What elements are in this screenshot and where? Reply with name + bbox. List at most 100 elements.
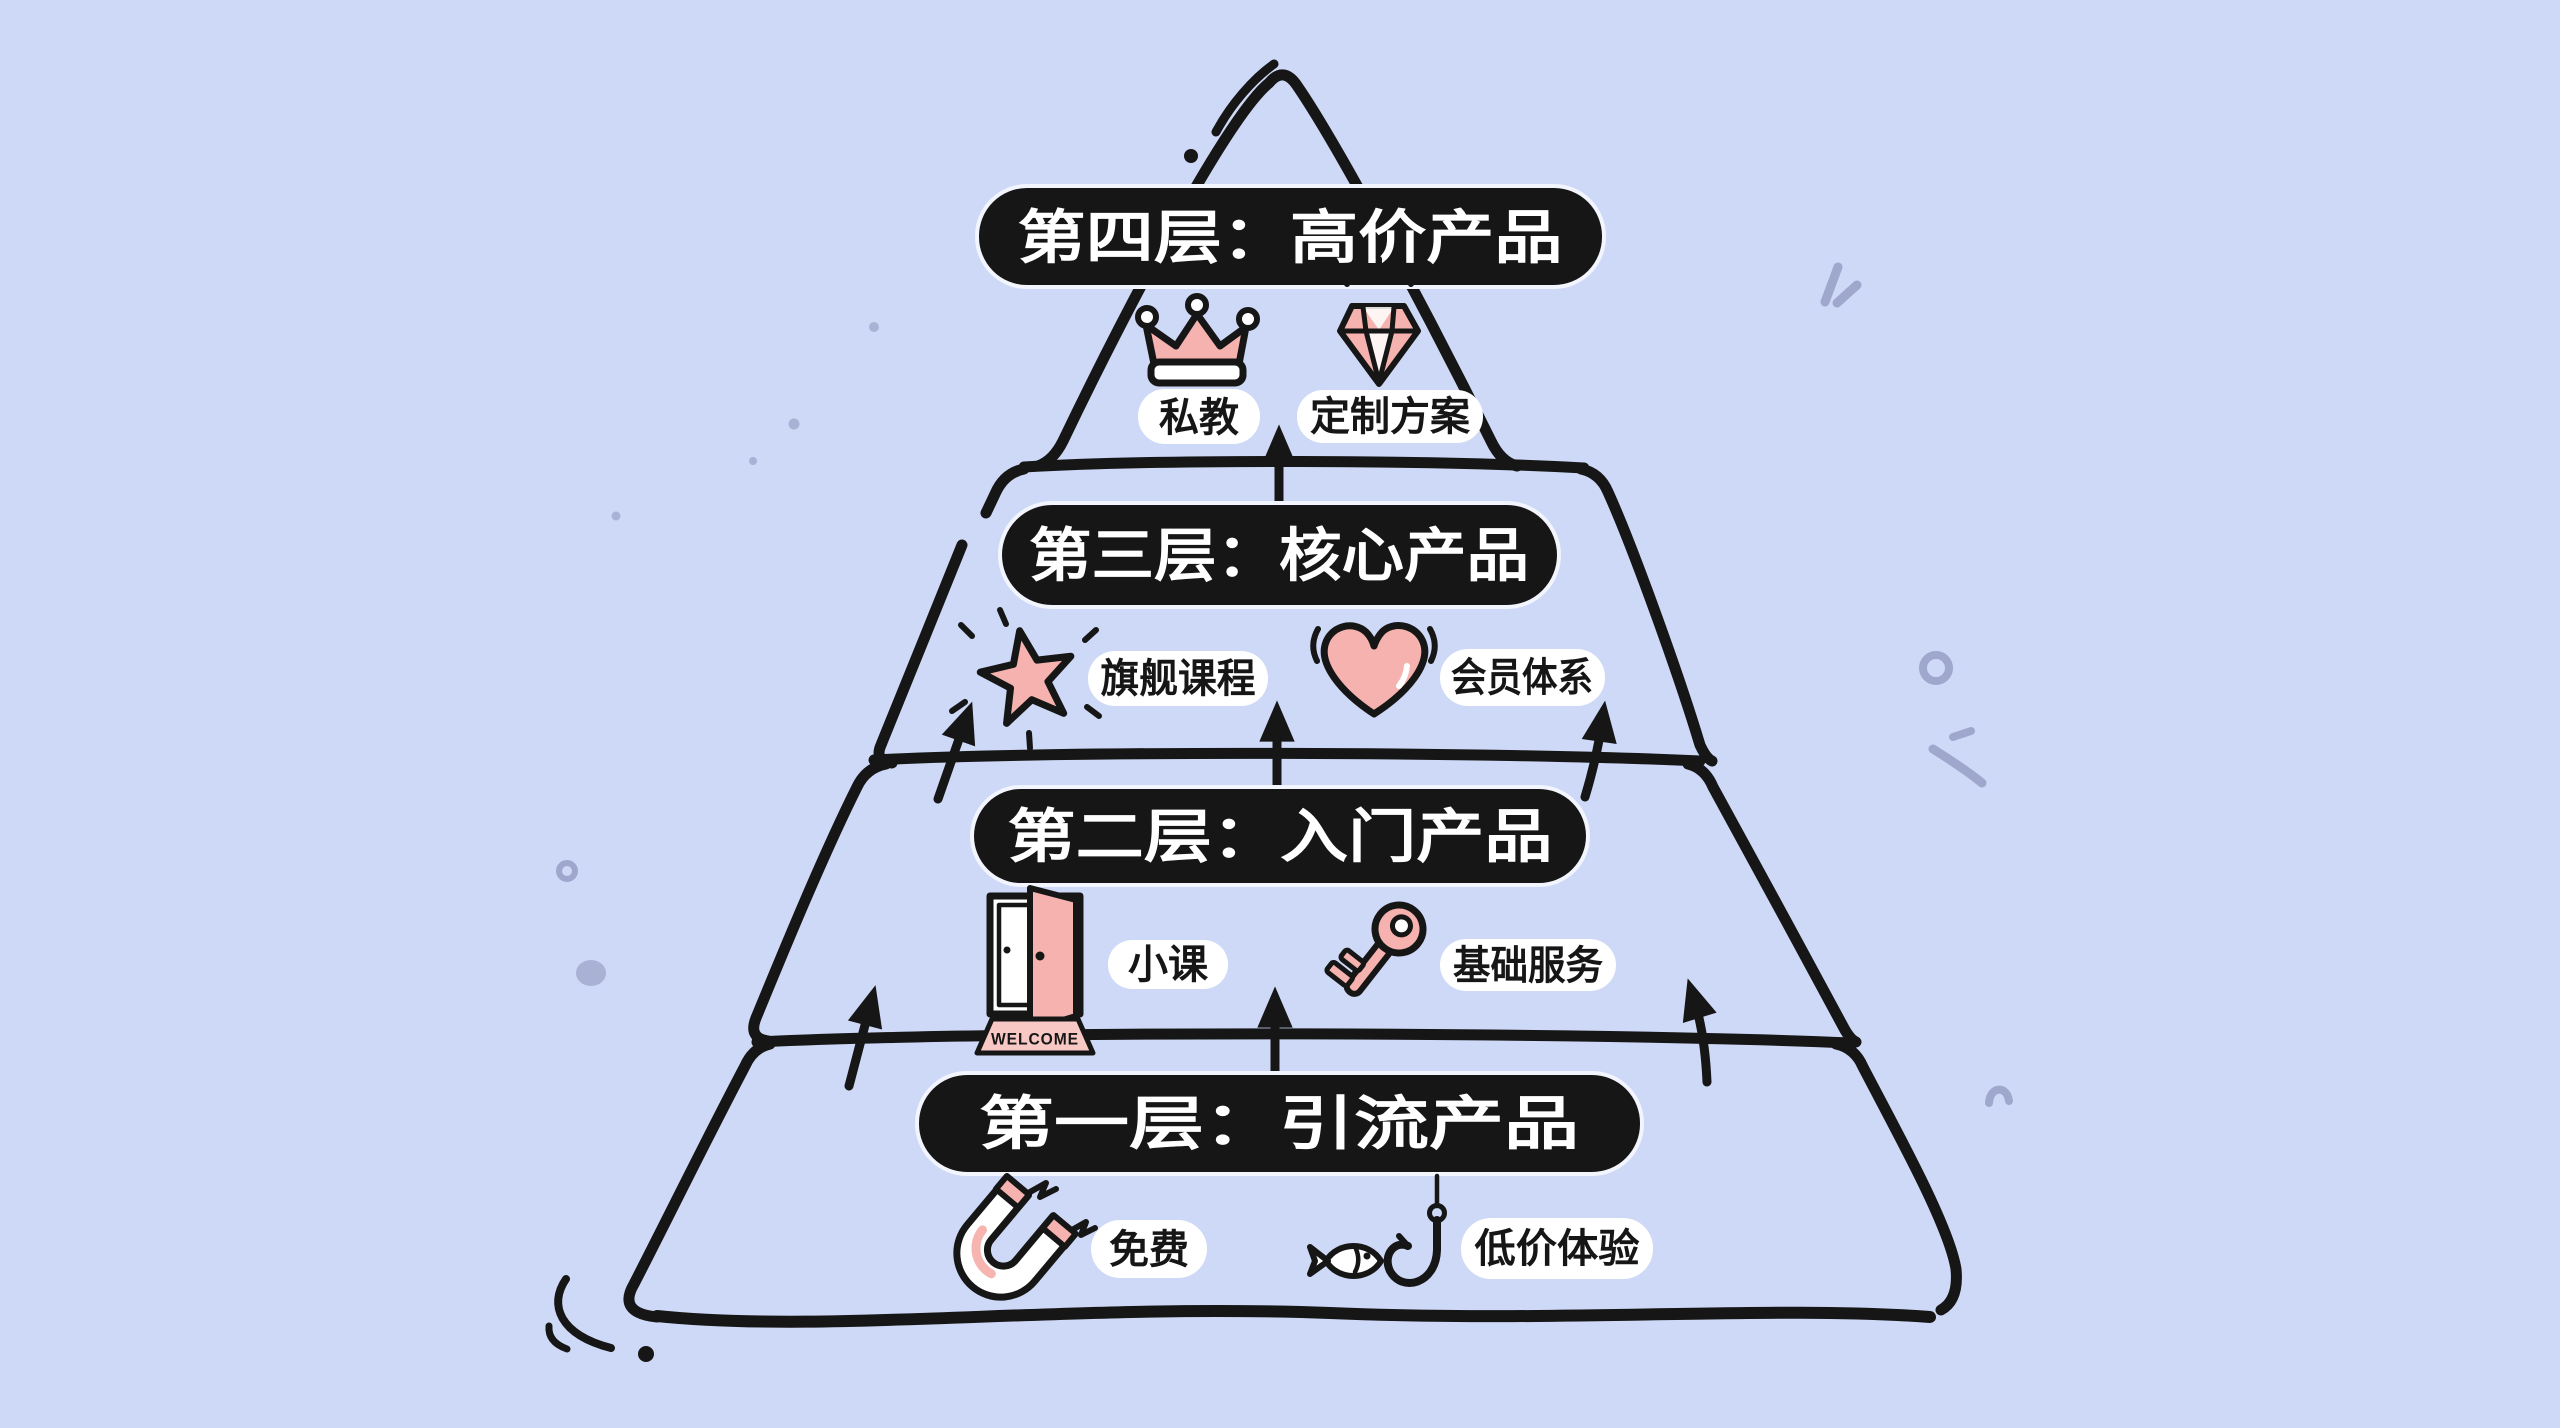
tier-4-title-pill: [975, 184, 1606, 289]
pyramid-outline: [545, 59, 1962, 1362]
key-hole: [1389, 914, 1413, 938]
star-sparkle: [1084, 704, 1102, 719]
blob-doodle: [576, 960, 606, 986]
diamond-facet-line: [1360, 304, 1397, 334]
heart-motion-line: [1310, 626, 1321, 664]
key-icon: [1324, 901, 1427, 997]
key-tooth: [1324, 960, 1355, 989]
swoosh-doodle: [1928, 744, 1987, 788]
magnet-pole: [1039, 1212, 1079, 1250]
welcome-mat-text: WELCOME: [991, 1030, 1079, 1049]
item-pill-basic-service: [1440, 939, 1616, 991]
tier3-left-corner: [980, 463, 1030, 519]
pyramid-base-line: [651, 1304, 1936, 1328]
star-sparkle: [949, 699, 968, 714]
background-doodles: [556, 262, 2013, 1107]
dot-doodle: [749, 457, 757, 465]
item-label-mini-course: 小课: [1128, 943, 1209, 987]
up-arrow-t2-to-t3-left: [933, 701, 976, 804]
heart-motion-line: [1427, 626, 1438, 664]
up-arrow-t1-to-t2-left: [844, 985, 883, 1091]
magnet-pole: [992, 1172, 1033, 1211]
tier-2-title: 第二层：入门产品: [1008, 805, 1553, 870]
dot-doodle: [611, 511, 621, 521]
tier1-left-side: [623, 1038, 776, 1323]
base-echo-stroke: [554, 1275, 615, 1352]
crown-body: [1142, 310, 1250, 368]
ring-doodle: [556, 860, 578, 882]
item-pill-low-price-trial: [1461, 1218, 1653, 1279]
diamond-sparkle: [1335, 266, 1350, 287]
fish-hook-icon: [1307, 1173, 1447, 1287]
tier-2-title-pill: [970, 785, 1590, 887]
magnet-icon: [953, 1172, 1098, 1301]
fish-tail: [1307, 1244, 1331, 1277]
door-hinge-dot: [1003, 946, 1011, 954]
fish-eye: [1363, 1252, 1371, 1260]
divider-line-t3-t2: [868, 747, 1706, 767]
item-label-flagship-course: 旗舰课程: [1101, 657, 1256, 701]
item-label-membership: 会员体系: [1451, 656, 1593, 700]
tier-1-band: 第一层：引流产品 免费 低价体验: [915, 1071, 1653, 1301]
star-sparkle: [1026, 730, 1033, 751]
tier1-right-side: [1830, 1038, 1962, 1316]
item-label-custom-plan: 定制方案: [1310, 395, 1471, 439]
crown-band: [1147, 358, 1247, 387]
item-pill-private-coaching: [1138, 389, 1260, 444]
tier2-left-side: [748, 758, 892, 1047]
star-icon: [949, 607, 1102, 751]
tier2-right-side: [1682, 758, 1862, 1048]
hook-curve: [1383, 1216, 1441, 1287]
base-echo-stroke: [545, 1322, 571, 1353]
item-label-basic-service: 基础服务: [1453, 944, 1603, 988]
item-pill-custom-plan: [1297, 390, 1483, 443]
tier-4-title: 第四层：高价产品: [1018, 206, 1563, 271]
dash-doodle: [1949, 727, 1975, 741]
crown-tip: [1236, 307, 1260, 331]
tier3-left-side: [873, 539, 968, 769]
up-arrow-t2-to-t3-right: [1580, 700, 1617, 802]
item-label-private-coaching: 私教: [1159, 396, 1239, 440]
item-label-free: 免费: [1109, 1228, 1189, 1272]
curl-doodle: [1985, 1085, 2013, 1107]
crown-icon: [1135, 293, 1260, 387]
tier-3-title: 第三层：核心产品: [1029, 524, 1529, 589]
diamond-facet-line: [1363, 328, 1395, 385]
item-pill-membership: [1440, 649, 1605, 706]
dot-doodle: [788, 418, 800, 430]
crown-tip: [1135, 305, 1159, 329]
star-body: [976, 627, 1075, 727]
tick-doodle: [1820, 262, 1843, 307]
diamond-facet: [1363, 307, 1394, 330]
diamond-sparkle: [1408, 266, 1423, 287]
welcome-mat: [974, 1016, 1096, 1056]
star-sparkle: [958, 622, 975, 639]
up-arrow-t1-to-t2-right: [1682, 978, 1717, 1087]
diamond-facet: [1366, 332, 1392, 381]
diamond-icon: [1335, 256, 1423, 387]
item-pill-mini-course: [1108, 940, 1228, 989]
item-pill-free: [1091, 1220, 1207, 1278]
dot-doodle: [869, 322, 879, 332]
fish-gill: [1352, 1246, 1361, 1275]
hook-barb: [1396, 1233, 1411, 1249]
divider-line-t4-t3: [1018, 455, 1590, 474]
divider-line-t2-t1: [751, 1028, 1857, 1049]
heart-shine: [1396, 663, 1410, 689]
circle-doodle: [1919, 651, 1953, 685]
tier-3-title-pill: [998, 501, 1561, 609]
tier-4-band: 第四层：高价产品 私教 定制方案: [975, 184, 1606, 444]
star-sparkle: [1082, 627, 1099, 643]
apex-accent-stroke: [1211, 59, 1279, 137]
base-echo-dot: [638, 1346, 654, 1362]
heart-body: [1320, 622, 1429, 718]
heart-icon: [1310, 622, 1438, 718]
tier3-right-side: [1575, 463, 1718, 767]
magnet-shade: [971, 1225, 996, 1279]
tier-2-band: 第二层：入门产品 WELCOME 小课 基础服务: [970, 785, 1616, 1056]
tier-1-title-pill: [915, 1071, 1644, 1176]
crown-tip: [1185, 293, 1209, 317]
magnet-spark: [1027, 1180, 1059, 1200]
